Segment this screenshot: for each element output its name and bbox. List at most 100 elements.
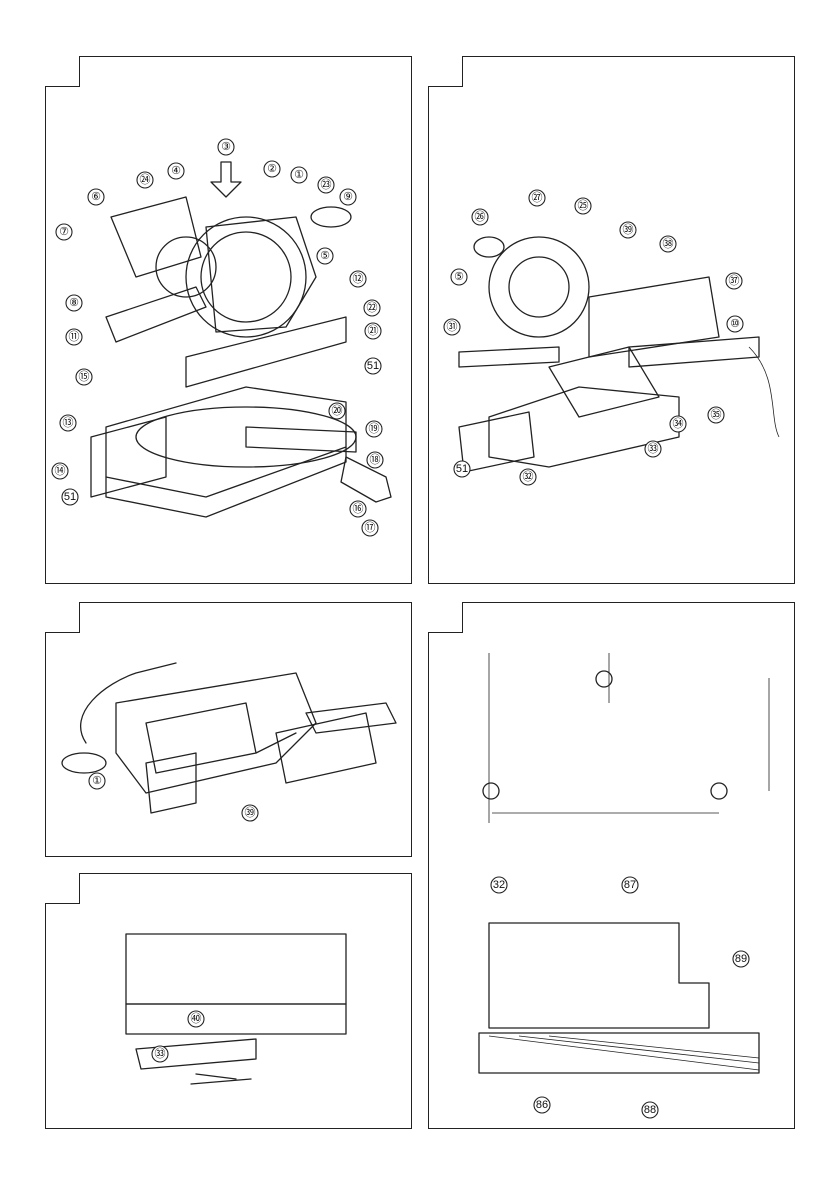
svg-text:③: ③ (221, 141, 231, 153)
callout-35: ㉟ (708, 407, 724, 423)
callout-10: ⑩ (727, 316, 743, 332)
callout-32: 32 (491, 877, 507, 893)
callout-87: 87 (622, 877, 638, 893)
callout-27: ㉗ (529, 190, 545, 206)
callout-6: ⑥ (88, 189, 104, 205)
svg-text:⑳: ⑳ (332, 404, 343, 417)
svg-text:⑰: ⑰ (365, 521, 376, 534)
svg-text:51: 51 (367, 360, 379, 372)
svg-text:㉝: ㉝ (648, 442, 659, 455)
svg-text:⑱: ⑱ (370, 453, 381, 466)
callout-16: ⑯ (350, 501, 366, 517)
callout-88: 88 (642, 1102, 658, 1118)
callout-1: ① (291, 167, 307, 183)
callout-7: ⑦ (56, 224, 72, 240)
callout-17: ⑰ (362, 520, 378, 536)
svg-text:㉓: ㉓ (321, 178, 332, 191)
callout-3: ③ (218, 139, 234, 155)
callout-51b: 51 (62, 489, 78, 505)
svg-text:⑩: ⑩ (730, 318, 740, 330)
svg-text:㉕: ㉕ (578, 199, 589, 212)
callout-14: ⑭ (52, 463, 68, 479)
svg-text:㉝: ㉝ (155, 1047, 166, 1060)
callout-40: ㊵ (188, 1011, 204, 1027)
callout-20: ⑳ (329, 403, 345, 419)
figure-3-panel: ① ㊴ (45, 602, 412, 857)
svg-text:51: 51 (64, 491, 76, 503)
callout-26: ㉖ (472, 209, 488, 225)
callout-18: ⑱ (367, 452, 383, 468)
callout-38: ㊳ (660, 236, 676, 252)
callout-4: ④ (168, 163, 184, 179)
callout-13: ⑬ (60, 415, 76, 431)
svg-text:⑲: ⑲ (369, 422, 380, 435)
callout-9: ⑨ (340, 189, 356, 205)
svg-text:⑬: ⑬ (63, 416, 74, 429)
svg-text:⑦: ⑦ (59, 226, 69, 238)
callout-24: ㉔ (137, 172, 153, 188)
callout-21: ㉑ (365, 323, 381, 339)
callout-39: ㊴ (242, 805, 258, 821)
callout-19: ⑲ (366, 421, 382, 437)
svg-text:㉔: ㉔ (140, 173, 151, 186)
svg-text:㉒: ㉒ (367, 301, 378, 314)
callout-2: ② (264, 161, 280, 177)
svg-text:⑪: ⑪ (69, 330, 80, 343)
svg-text:㊴: ㊴ (623, 223, 634, 236)
svg-text:㊲: ㊲ (729, 274, 740, 287)
svg-text:87: 87 (624, 879, 636, 891)
callout-33: ㉝ (152, 1046, 168, 1062)
svg-text:⑫: ⑫ (353, 272, 364, 285)
svg-text:86: 86 (536, 1099, 548, 1111)
callout-33: ㉝ (645, 441, 661, 457)
svg-text:㊵: ㊵ (191, 1012, 202, 1025)
callout-32: ㉜ (520, 469, 536, 485)
svg-text:㊴: ㊴ (245, 806, 256, 819)
callout-12: ⑫ (350, 271, 366, 287)
figure-2-panel: ㉕ ㉖ ㉗ ⑤ ㊴ ㊳ ㊲ ⑩ ㉛ 51 ㉜ ㉝ ㉞ ㉟ (428, 56, 795, 584)
callout-37: ㊲ (726, 273, 742, 289)
svg-text:⑤: ⑤ (320, 250, 330, 262)
svg-text:㉟: ㉟ (711, 408, 722, 421)
callout-22: ㉒ (364, 300, 380, 316)
svg-text:⑯: ⑯ (353, 502, 364, 515)
svg-text:㉜: ㉜ (523, 470, 534, 483)
callout-5: ⑤ (317, 248, 333, 264)
svg-text:32: 32 (493, 879, 505, 891)
figure-5-panel: 32 87 89 86 88 (428, 602, 795, 1129)
svg-text:②: ② (267, 163, 277, 175)
callout-89: 89 (733, 951, 749, 967)
callout-39: ㊴ (620, 222, 636, 238)
callout-15: ⑮ (76, 369, 92, 385)
callout-51: 51 (454, 461, 470, 477)
svg-text:㉖: ㉖ (475, 210, 486, 223)
svg-text:①: ① (294, 169, 304, 181)
figure-1-panel: ① ② ③ ④ ⑤ ⑥ ⑦ ⑧ ⑨ ⑪ ⑫ ⑬ ⑭ ⑮ ⑯ ⑰ ⑱ ⑲ ⑳ ㉑ … (45, 56, 412, 584)
svg-text:⑥: ⑥ (91, 191, 101, 203)
callout-86: 86 (534, 1097, 550, 1113)
callout-25: ㉕ (575, 198, 591, 214)
svg-text:51: 51 (456, 463, 468, 475)
svg-text:⑤: ⑤ (454, 271, 464, 283)
svg-text:⑮: ⑮ (79, 370, 90, 383)
svg-text:㉗: ㉗ (532, 191, 543, 204)
callout-1: ① (89, 773, 105, 789)
svg-text:⑨: ⑨ (343, 191, 353, 203)
svg-text:㉞: ㉞ (673, 417, 684, 430)
svg-text:⑭: ⑭ (55, 464, 66, 477)
callout-34: ㉞ (670, 416, 686, 432)
svg-text:⑧: ⑧ (69, 297, 79, 309)
svg-text:①: ① (92, 775, 102, 787)
callout-51a: 51 (365, 358, 381, 374)
svg-text:㉛: ㉛ (447, 320, 458, 333)
svg-text:89: 89 (735, 953, 747, 965)
callout-5: ⑤ (451, 269, 467, 285)
callout-11: ⑪ (66, 329, 82, 345)
callout-23: ㉓ (318, 177, 334, 193)
svg-text:㊳: ㊳ (663, 237, 674, 250)
svg-text:㉑: ㉑ (368, 324, 379, 337)
svg-text:88: 88 (644, 1104, 656, 1116)
figure-4-panel: ㊵ ㉝ (45, 873, 412, 1129)
callout-31: ㉛ (444, 319, 460, 335)
svg-text:④: ④ (171, 165, 181, 177)
